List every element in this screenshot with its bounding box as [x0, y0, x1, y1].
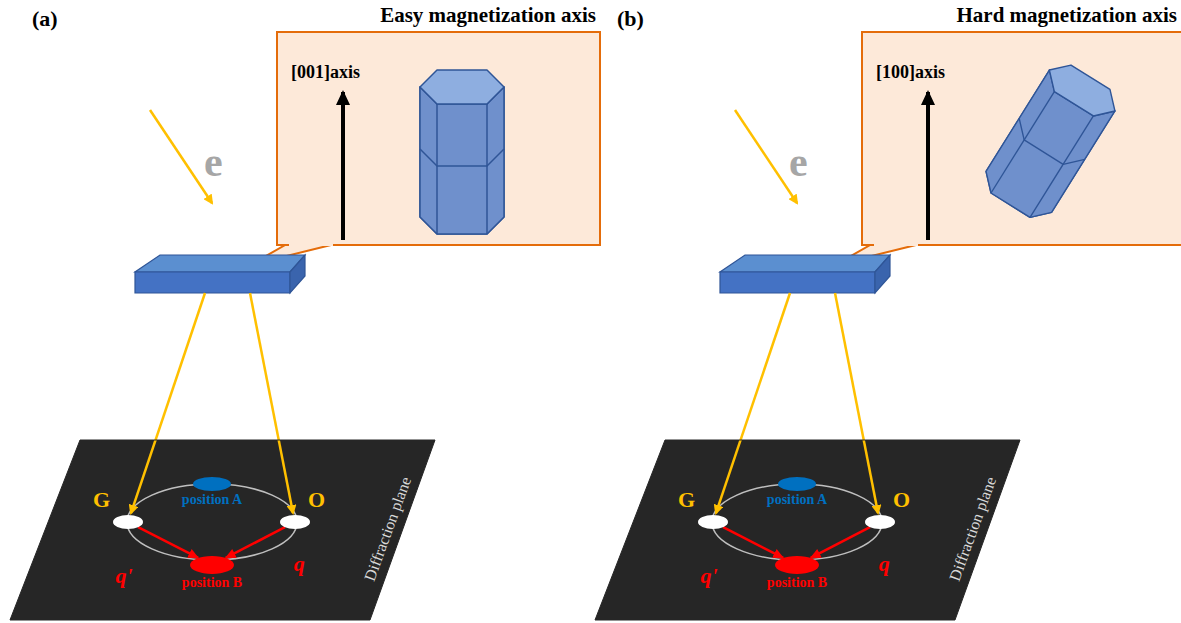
panel-label: (b) [617, 6, 644, 32]
node-label: position B [767, 575, 827, 591]
scattering-vector [811, 527, 870, 558]
electron-label: e [789, 138, 808, 186]
panel-label: (a) [32, 6, 58, 32]
hexagonal-prism [420, 70, 504, 234]
position-spot: position B [775, 556, 819, 574]
vector-label: q' [701, 563, 718, 589]
vector-label: q' [116, 563, 133, 589]
diffraction-spot: O [865, 515, 895, 529]
diffraction-spot: G [698, 515, 728, 529]
vector-label: q [879, 551, 890, 577]
node-label: O [308, 487, 325, 513]
diffraction-plane: Diffraction plane Gposition A Oposition B [595, 440, 1020, 620]
callout-title: Easy magnetization axis [380, 3, 596, 28]
scattering-vector [138, 527, 198, 558]
plane-outline [10, 440, 435, 620]
node-label: position A [182, 492, 242, 508]
vector-label: q [294, 551, 305, 577]
node-label: position A [767, 492, 827, 508]
callout-box: Hard magnetization axis[100]axis [862, 32, 1181, 245]
node-label: Diffraction plane [942, 465, 1003, 593]
scattering-vector [723, 527, 783, 558]
callout-title: Hard magnetization axis [957, 3, 1178, 28]
plane-outline [595, 440, 1020, 620]
position-spot: position B [190, 556, 234, 574]
node-label: G [93, 487, 110, 513]
panel-b [595, 32, 1181, 620]
panel-a [10, 32, 600, 620]
callout-box: Easy magnetization axis[001]axis [277, 32, 600, 245]
electron-label: e [204, 138, 223, 186]
node-label: [001]axis [291, 62, 360, 83]
hexagonal-prism-tilted [978, 57, 1123, 226]
scattering-vector [226, 527, 285, 558]
node-label: Diffraction plane [357, 465, 418, 593]
node-label: [100]axis [876, 62, 945, 83]
diffraction-plane: Diffraction plane Gposition A Oposition B [10, 440, 435, 620]
node-label: O [893, 487, 910, 513]
position-spot: position A [778, 477, 816, 491]
diffraction-spot: O [280, 515, 310, 529]
position-spot: position A [193, 477, 231, 491]
diffraction-spot: G [113, 515, 143, 529]
node-label: G [678, 487, 695, 513]
node-label: position B [182, 575, 242, 591]
